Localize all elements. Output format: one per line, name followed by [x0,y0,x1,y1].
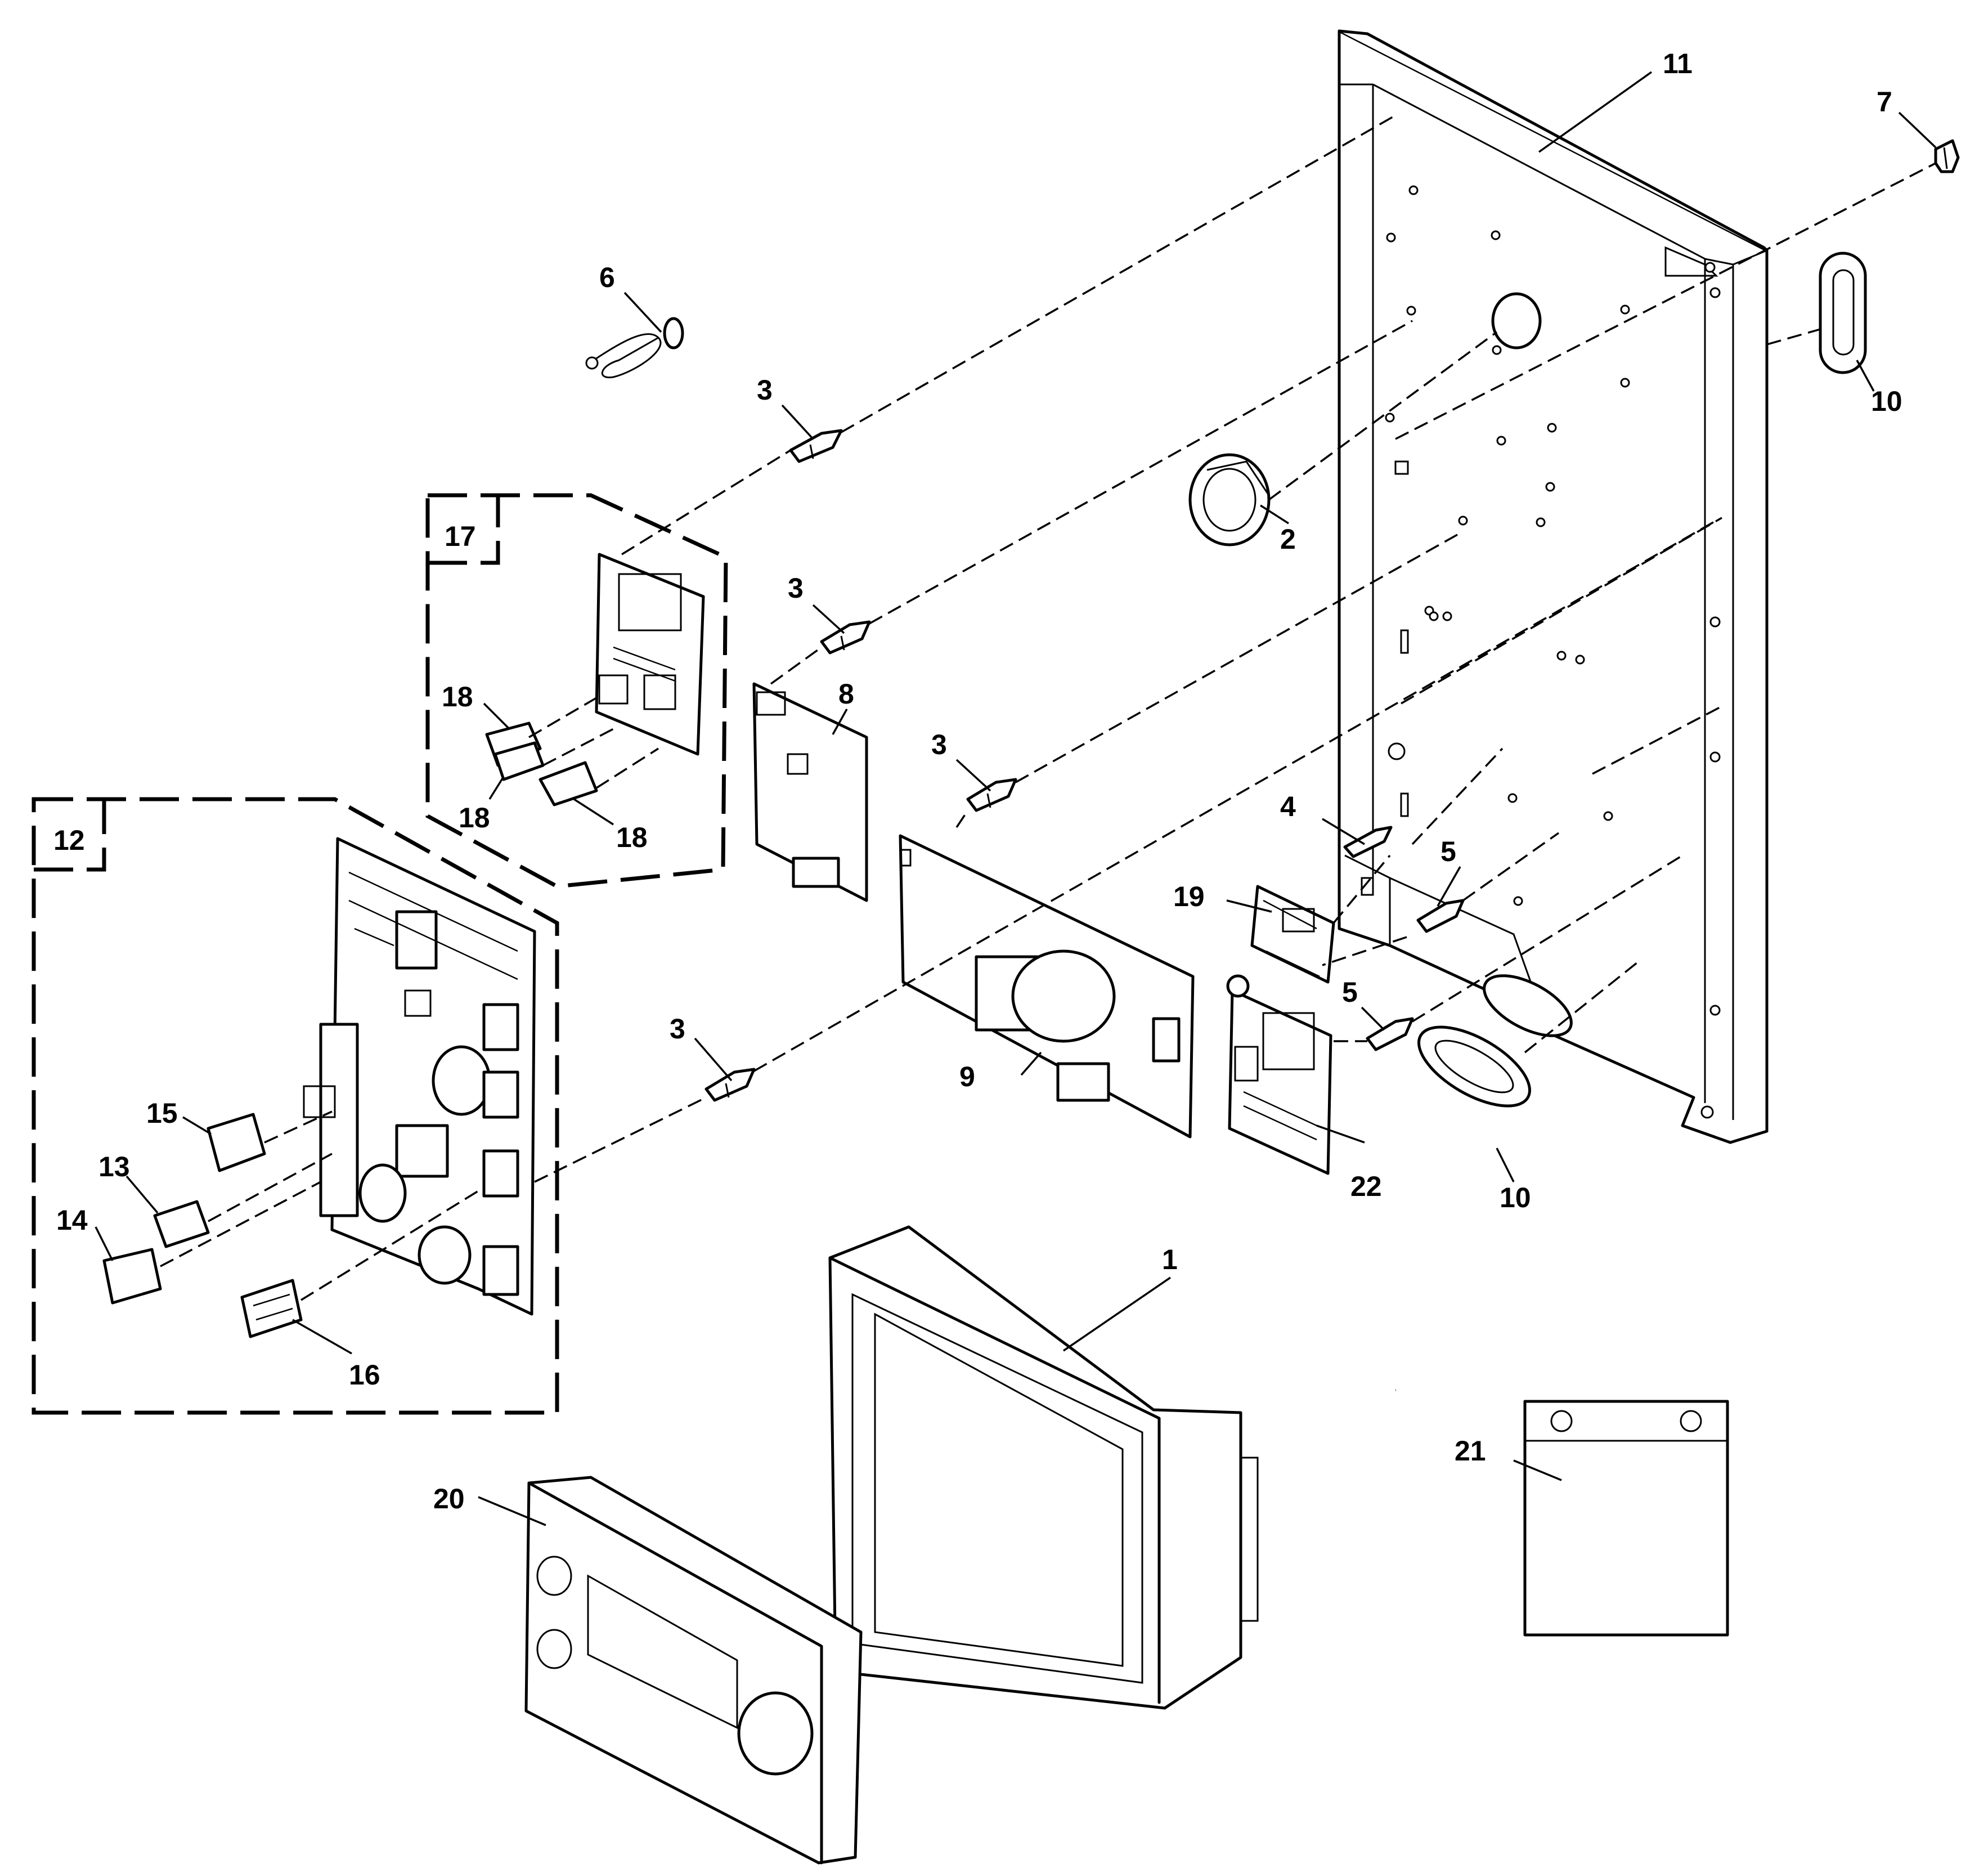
part-5-spacer-2 [1366,1017,1414,1051]
part-14-connector [102,1248,162,1305]
callout-20: 20 [433,1483,465,1514]
callout-18-upper: 18 [442,681,473,713]
callout-6: 6 [599,262,615,293]
part-2-round-grommet [1188,453,1271,546]
callout-13: 13 [98,1151,130,1182]
assembly-lines [160,114,1936,1301]
part-3-spacer-3 [966,778,1017,812]
callout-3-lower: 3 [931,729,947,760]
callout-17: 17 [445,521,476,552]
part-10-grommet-upper [1819,252,1867,374]
part-7-clip [1934,139,1960,173]
callout-5-lower: 5 [1342,976,1358,1008]
part-20-display-panel [524,1476,863,1865]
callout-9: 9 [959,1061,975,1092]
part-4-spacer [1343,826,1393,858]
leader-lines [95,71,1937,1526]
part-3-spacer-2 [820,620,871,655]
callout-2: 2 [1280,523,1296,555]
part-1-front-frame [828,1225,1259,1710]
callout-12: 12 [53,825,85,856]
part-3-spacer-4 [704,1068,756,1102]
callout-8: 8 [838,678,854,710]
callout-16: 16 [349,1359,380,1391]
part-11-back-panel [1338,29,1769,1144]
callout-1: 1 [1162,1244,1178,1275]
group-12-outline [32,797,559,1415]
part-5-spacer-1 [1416,899,1465,933]
part-17-relay-board [595,553,705,756]
callout-11: 11 [1663,48,1693,79]
part-9-power-board [899,834,1195,1139]
callout-3-upper: 3 [757,374,773,406]
callout-19: 19 [1173,881,1205,912]
callout-4: 4 [1280,791,1296,822]
callout-10-lower: 10 [1500,1182,1531,1213]
group-17-outline [425,493,728,889]
part-10-grommet-lower [1417,1025,1531,1108]
part-6-cable-tie [585,317,684,379]
callout-18-left: 18 [459,802,490,834]
callout-3-bottom: 3 [670,1013,685,1045]
part-19-interface-board [1250,885,1335,984]
callout-5-upper: 5 [1440,836,1456,867]
part-15-connector [207,1113,266,1172]
part-8-small-board [752,682,868,902]
callout-18-right: 18 [616,822,648,853]
part-21-document [1523,1400,1729,1637]
callout-22: 22 [1350,1171,1382,1202]
part-22-module-board [1226,974,1332,1175]
callouts: 11 7 10 2 6 3 3 3 3 8 9 4 5 5 19 22 10 1… [53,48,1902,1514]
part-16-connector [240,1279,303,1338]
part-18-connector-3 [538,761,598,806]
callout-14: 14 [56,1204,88,1236]
callout-21: 21 [1455,1435,1486,1467]
part-3-spacer-1 [789,429,843,463]
callout-10-upper: 10 [1871,386,1902,417]
callout-7: 7 [1877,86,1892,118]
part-13-connector [153,1200,210,1248]
part-12-main-board [303,837,536,1316]
callout-3-mid: 3 [788,572,804,604]
callout-15: 15 [146,1097,178,1129]
